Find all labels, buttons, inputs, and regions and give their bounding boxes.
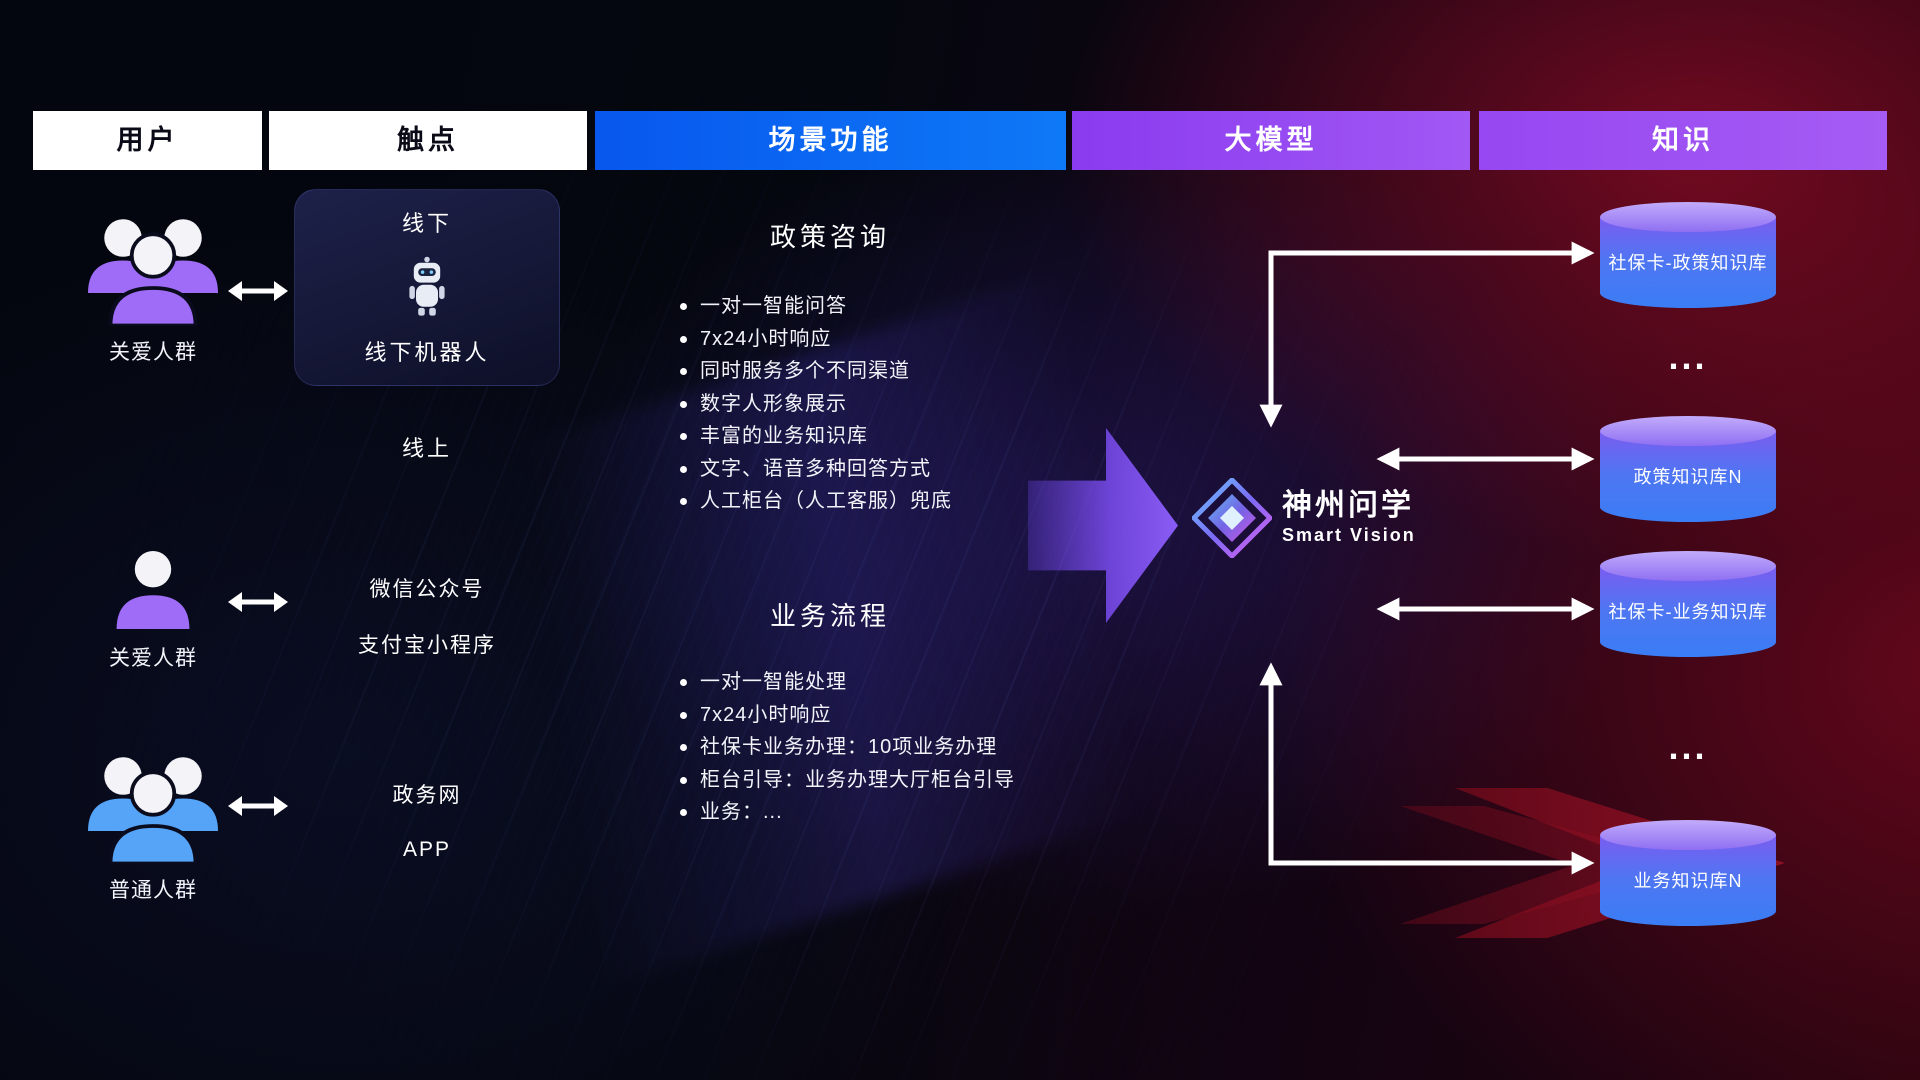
ellipsis-more-dbs: ... xyxy=(1668,726,1708,767)
user-person-care: 关爱人群 xyxy=(58,548,248,672)
database-cylinder-icon xyxy=(1600,416,1776,446)
database-cylinder-body xyxy=(1600,835,1776,926)
feature-item: 一对一智能问答 xyxy=(676,290,952,323)
db-label: 社保卡-业务知识库 xyxy=(1608,602,1768,623)
header-users: 用户 xyxy=(33,111,262,170)
feature-item: 柜台引导：业务办理大厅柜台引导 xyxy=(676,764,1015,797)
knowledge-db-card: 社保卡-业务知识库 xyxy=(1600,551,1776,657)
feature-item: 丰富的业务知识库 xyxy=(676,420,952,453)
feature-item: 社保卡业务办理：10项业务办理 xyxy=(676,731,1015,764)
model-subtitle: Smart Vision xyxy=(1282,525,1416,545)
business-feature-list: 一对一智能处理 7x24小时响应 社保卡业务办理：10项业务办理 柜台引导：业务… xyxy=(676,666,1015,829)
group-people-icon xyxy=(88,219,218,326)
left-right-arrow-icon xyxy=(228,796,288,816)
feature-item: 业务：... xyxy=(676,796,1015,829)
arrow-model-to-db1 xyxy=(1259,241,1595,428)
user-group-care-1: 关爱人群 xyxy=(58,210,248,366)
user-group-label: 关爱人群 xyxy=(109,341,197,364)
policy-consult-heading: 政策咨询 xyxy=(769,222,890,252)
feature-item: 7x24小时响应 xyxy=(676,323,952,356)
user-group-label: 普通人群 xyxy=(109,879,197,902)
db-label: 政策知识库N xyxy=(1633,467,1743,488)
knowledge-db-card: 社保卡-政策知识库 xyxy=(1600,202,1776,308)
left-right-arrow-icon xyxy=(228,281,288,301)
robot-icon xyxy=(409,256,445,316)
channel-alipay: 支付宝小程序 xyxy=(358,634,496,657)
offline-touchpoint-card: 线下 线下机器人 xyxy=(294,189,560,386)
person-icon xyxy=(116,551,190,629)
channel-gov-web: 政务网 xyxy=(392,784,462,807)
connector-arrows xyxy=(1259,241,1595,875)
knowledge-db-card: 政策知识库N xyxy=(1600,416,1776,522)
business-process-heading: 业务流程 xyxy=(769,601,890,631)
database-cylinder-icon xyxy=(1600,202,1776,232)
user-group-general: 普通人群 xyxy=(58,748,248,904)
database-cylinder-body xyxy=(1600,431,1776,522)
db-label: 社保卡-政策知识库 xyxy=(1608,253,1768,274)
feature-item: 一对一智能处理 xyxy=(676,666,1015,699)
db-label: 业务知识库N xyxy=(1633,871,1743,892)
offline-robot-label: 线下机器人 xyxy=(364,340,490,365)
header-knowledge: 知识 xyxy=(1479,111,1887,170)
feature-item: 7x24小时响应 xyxy=(676,699,1015,732)
database-cylinder-icon xyxy=(1600,820,1776,850)
online-title: 线上 xyxy=(401,436,452,461)
feature-item: 数字人形象展示 xyxy=(676,388,952,421)
arrow-model-to-db4 xyxy=(1259,662,1595,875)
header-touchpoints: 触点 xyxy=(269,111,587,170)
header-scene-functions: 场景功能 xyxy=(595,111,1066,170)
group-people-icon xyxy=(88,757,218,864)
user-person-label: 关爱人群 xyxy=(109,647,197,670)
knowledge-db-card: 业务知识库N xyxy=(1600,820,1776,926)
database-cylinder-body xyxy=(1600,217,1776,308)
channel-app: APP xyxy=(402,838,452,861)
feature-item: 人工柜台（人工客服）兜底 xyxy=(676,485,952,518)
feature-item: 同时服务多个不同渠道 xyxy=(676,355,952,388)
diamond-logo-icon xyxy=(1192,478,1272,558)
header-large-model: 大模型 xyxy=(1072,111,1470,170)
database-cylinder-body xyxy=(1600,566,1776,657)
feature-item: 文字、语音多种回答方式 xyxy=(676,453,952,486)
ellipsis-more-dbs: ... xyxy=(1668,336,1708,377)
policy-feature-list: 一对一智能问答 7x24小时响应 同时服务多个不同渠道 数字人形象展示 丰富的业… xyxy=(676,290,952,518)
model-name: 神州问学 xyxy=(1282,489,1414,522)
database-cylinder-icon xyxy=(1600,551,1776,581)
channel-wechat: 微信公众号 xyxy=(369,578,485,601)
model-logo-block: 神州问学 Smart Vision xyxy=(1192,478,1416,558)
left-right-arrow-icon xyxy=(228,592,288,612)
offline-title: 线下 xyxy=(401,211,452,236)
